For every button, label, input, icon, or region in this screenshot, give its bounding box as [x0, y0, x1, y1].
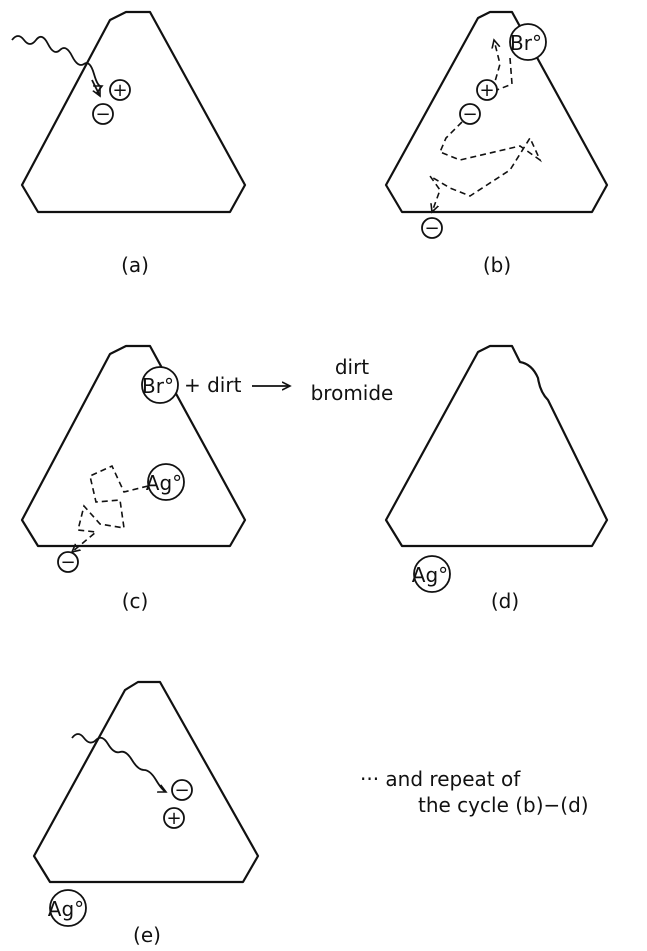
svg-text:−: −: [424, 218, 439, 239]
cycle-note-line-2: the cycle (b)−(d): [418, 793, 589, 817]
light-photon-e: [71, 733, 166, 793]
svg-text:−: −: [174, 780, 189, 801]
svg-text:+: +: [112, 80, 127, 101]
caption-a: (a): [121, 253, 149, 277]
svg-text:+: +: [479, 80, 494, 101]
panel-b: Br° + − − (b): [384, 10, 609, 277]
hole-a: +: [109, 79, 131, 101]
light-photon-a: [11, 35, 102, 86]
svg-text:+: +: [166, 808, 181, 829]
grain-crystal-e: [32, 680, 260, 884]
hole-e: +: [163, 807, 185, 829]
silver-atom-d: Ag°: [412, 555, 451, 593]
electron-a: −: [92, 103, 114, 125]
product-line-2: bromide: [311, 381, 394, 405]
reaction-plus-dirt: + dirt: [184, 373, 242, 397]
cycle-note: ··· and repeat of the cycle (b)−(d): [360, 767, 589, 817]
caption-e: (e): [133, 923, 161, 947]
svg-text:−: −: [95, 104, 110, 125]
electron-b: −: [459, 103, 481, 125]
svg-text:−: −: [462, 104, 477, 125]
bromine-atom-c: Br°: [141, 366, 179, 404]
panel-a: + − (a): [11, 10, 247, 277]
hole-path-b: [490, 40, 513, 94]
svg-text:Br°: Br°: [510, 31, 542, 55]
caption-b: (b): [483, 253, 511, 277]
photon-arrow-a: [91, 79, 101, 96]
svg-text:Br°: Br°: [142, 374, 174, 398]
electron-path-b: [429, 121, 542, 212]
caption-c: (c): [122, 589, 149, 613]
electron-e: −: [171, 779, 193, 801]
cycle-note-line-1: ··· and repeat of: [360, 767, 521, 791]
caption-d: (d): [491, 589, 519, 613]
grain-crystal-d: [384, 344, 609, 548]
silver-atom-e: Ag°: [48, 889, 87, 927]
svg-text:Ag°: Ag°: [48, 897, 84, 921]
product-line-1: dirt: [335, 355, 369, 379]
bromine-atom-b: Br°: [509, 23, 547, 61]
panel-c: Br° + dirt dirt bromide Ag° − (c): [20, 344, 394, 613]
svg-text:Ag°: Ag°: [146, 471, 182, 495]
svg-text:Ag°: Ag°: [412, 563, 448, 587]
panel-e: − + Ag° (e): [32, 680, 260, 947]
electron-c: −: [57, 551, 79, 573]
hole-b: +: [476, 79, 498, 101]
panel-d: Ag° (d): [384, 344, 609, 613]
trapped-electron-b: −: [421, 217, 443, 239]
electron-path-c: [72, 464, 149, 552]
svg-text:−: −: [60, 552, 75, 573]
grain-crystal-b: [384, 10, 609, 214]
silver-atom-c: Ag°: [146, 463, 185, 501]
grain-crystal-a: [20, 10, 247, 214]
